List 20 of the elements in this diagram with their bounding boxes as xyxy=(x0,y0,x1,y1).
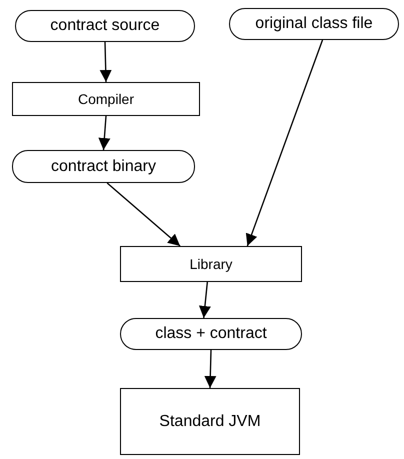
arrow xyxy=(106,182,180,246)
arrow xyxy=(100,42,112,82)
node-label: original class file xyxy=(255,15,373,33)
rounded-node xyxy=(229,8,399,40)
node-label: Standard JVM xyxy=(159,412,261,430)
process-box xyxy=(120,388,300,455)
node-label: contract source xyxy=(50,17,160,35)
rounded-node xyxy=(120,318,302,350)
arrow xyxy=(204,350,216,388)
node-label: Compiler xyxy=(78,91,134,107)
arrow xyxy=(198,282,211,318)
node-label: Library xyxy=(190,256,232,272)
rounded-node xyxy=(15,10,195,42)
arrow xyxy=(246,40,324,246)
node-label: class + contract xyxy=(155,325,267,343)
process-box xyxy=(12,82,200,116)
rounded-node xyxy=(12,150,195,183)
node-label: contract binary xyxy=(51,158,156,176)
process-box xyxy=(120,246,302,282)
arrow xyxy=(98,116,110,150)
